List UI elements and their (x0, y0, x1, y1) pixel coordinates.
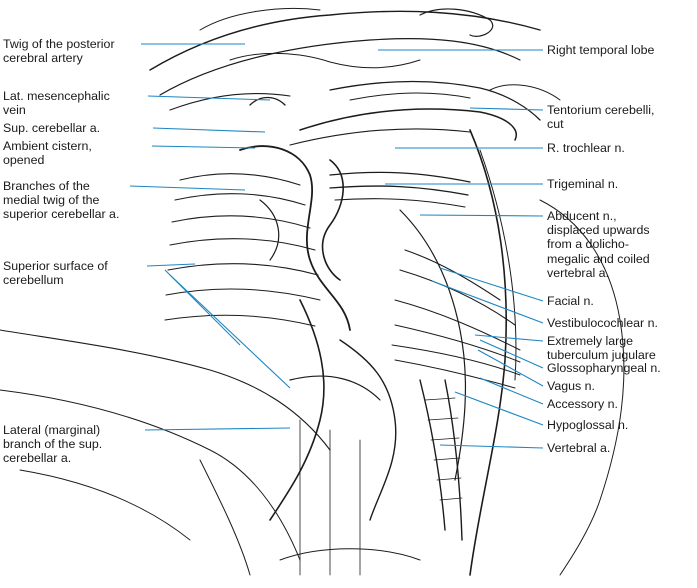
label-tentorium-cerebelli: Tentorium cerebelli, cut (547, 103, 655, 132)
leader-medial-twig (129, 185, 246, 191)
label-trigeminal-nerve: Trigeminal n. (547, 177, 619, 191)
label-superior-surface-cerebellum: Superior surface of cerebellum (3, 259, 108, 288)
leader-vagus (477, 349, 544, 387)
label-abducent-nerve: Abducent n., displaced upwards from a do… (547, 209, 650, 280)
label-lateral-marginal-branch: Lateral (marginal) branch of the sup. ce… (3, 423, 103, 466)
leader-ambient-cistern (151, 145, 256, 149)
label-facial-nerve: Facial n. (547, 294, 594, 308)
leader-tuberculum (474, 334, 544, 342)
leader-facial (439, 267, 544, 302)
leader-tentorium (469, 107, 544, 111)
label-posterior-cerebral-twig: Twig of the posterior cerebral artery (3, 37, 115, 66)
label-vertebral-artery: Vertebral a. (547, 441, 611, 455)
leader-sup-cerebellar (152, 127, 266, 133)
label-trochlear-nerve: R. trochlear n. (547, 141, 625, 155)
label-tuberculum-jugulare: Extremely large tuberculum jugulare (547, 334, 656, 363)
leader-hypoglossal (454, 391, 544, 426)
leader-glossopharyngeal (479, 339, 544, 369)
leader-mesencephalic-vein (147, 95, 271, 101)
leader-superior-surface (146, 263, 196, 267)
label-ambient-cistern: Ambient cistern, opened (3, 139, 92, 168)
label-accessory-nerve: Accessory n. (547, 397, 618, 411)
leader-lateral-branch (144, 427, 291, 431)
leader-abducent (419, 214, 544, 217)
leader-vestibulocochlear (431, 280, 544, 324)
label-glossopharyngeal-nerve: Glossopharyngeal n. (547, 361, 661, 375)
label-right-temporal-lobe: Right temporal lobe (547, 43, 655, 57)
label-hypoglossal-nerve: Hypoglossal n. (547, 418, 629, 432)
illustration (0, 7, 625, 576)
leader-superior-surface-3 (169, 274, 291, 389)
label-vagus-nerve: Vagus n. (547, 379, 595, 393)
leader-vertebral (439, 444, 544, 449)
label-vestibulocochlear-nerve: Vestibulocochlear n. (547, 316, 658, 330)
label-medial-twig-branches: Branches of the medial twig of the super… (3, 179, 120, 222)
label-lat-mesencephalic-vein: Lat. mesencephalic vein (3, 89, 110, 118)
label-sup-cerebellar-artery: Sup. cerebellar a. (3, 121, 101, 135)
leader-accessory (479, 377, 544, 405)
leader-lines (129, 43, 544, 449)
